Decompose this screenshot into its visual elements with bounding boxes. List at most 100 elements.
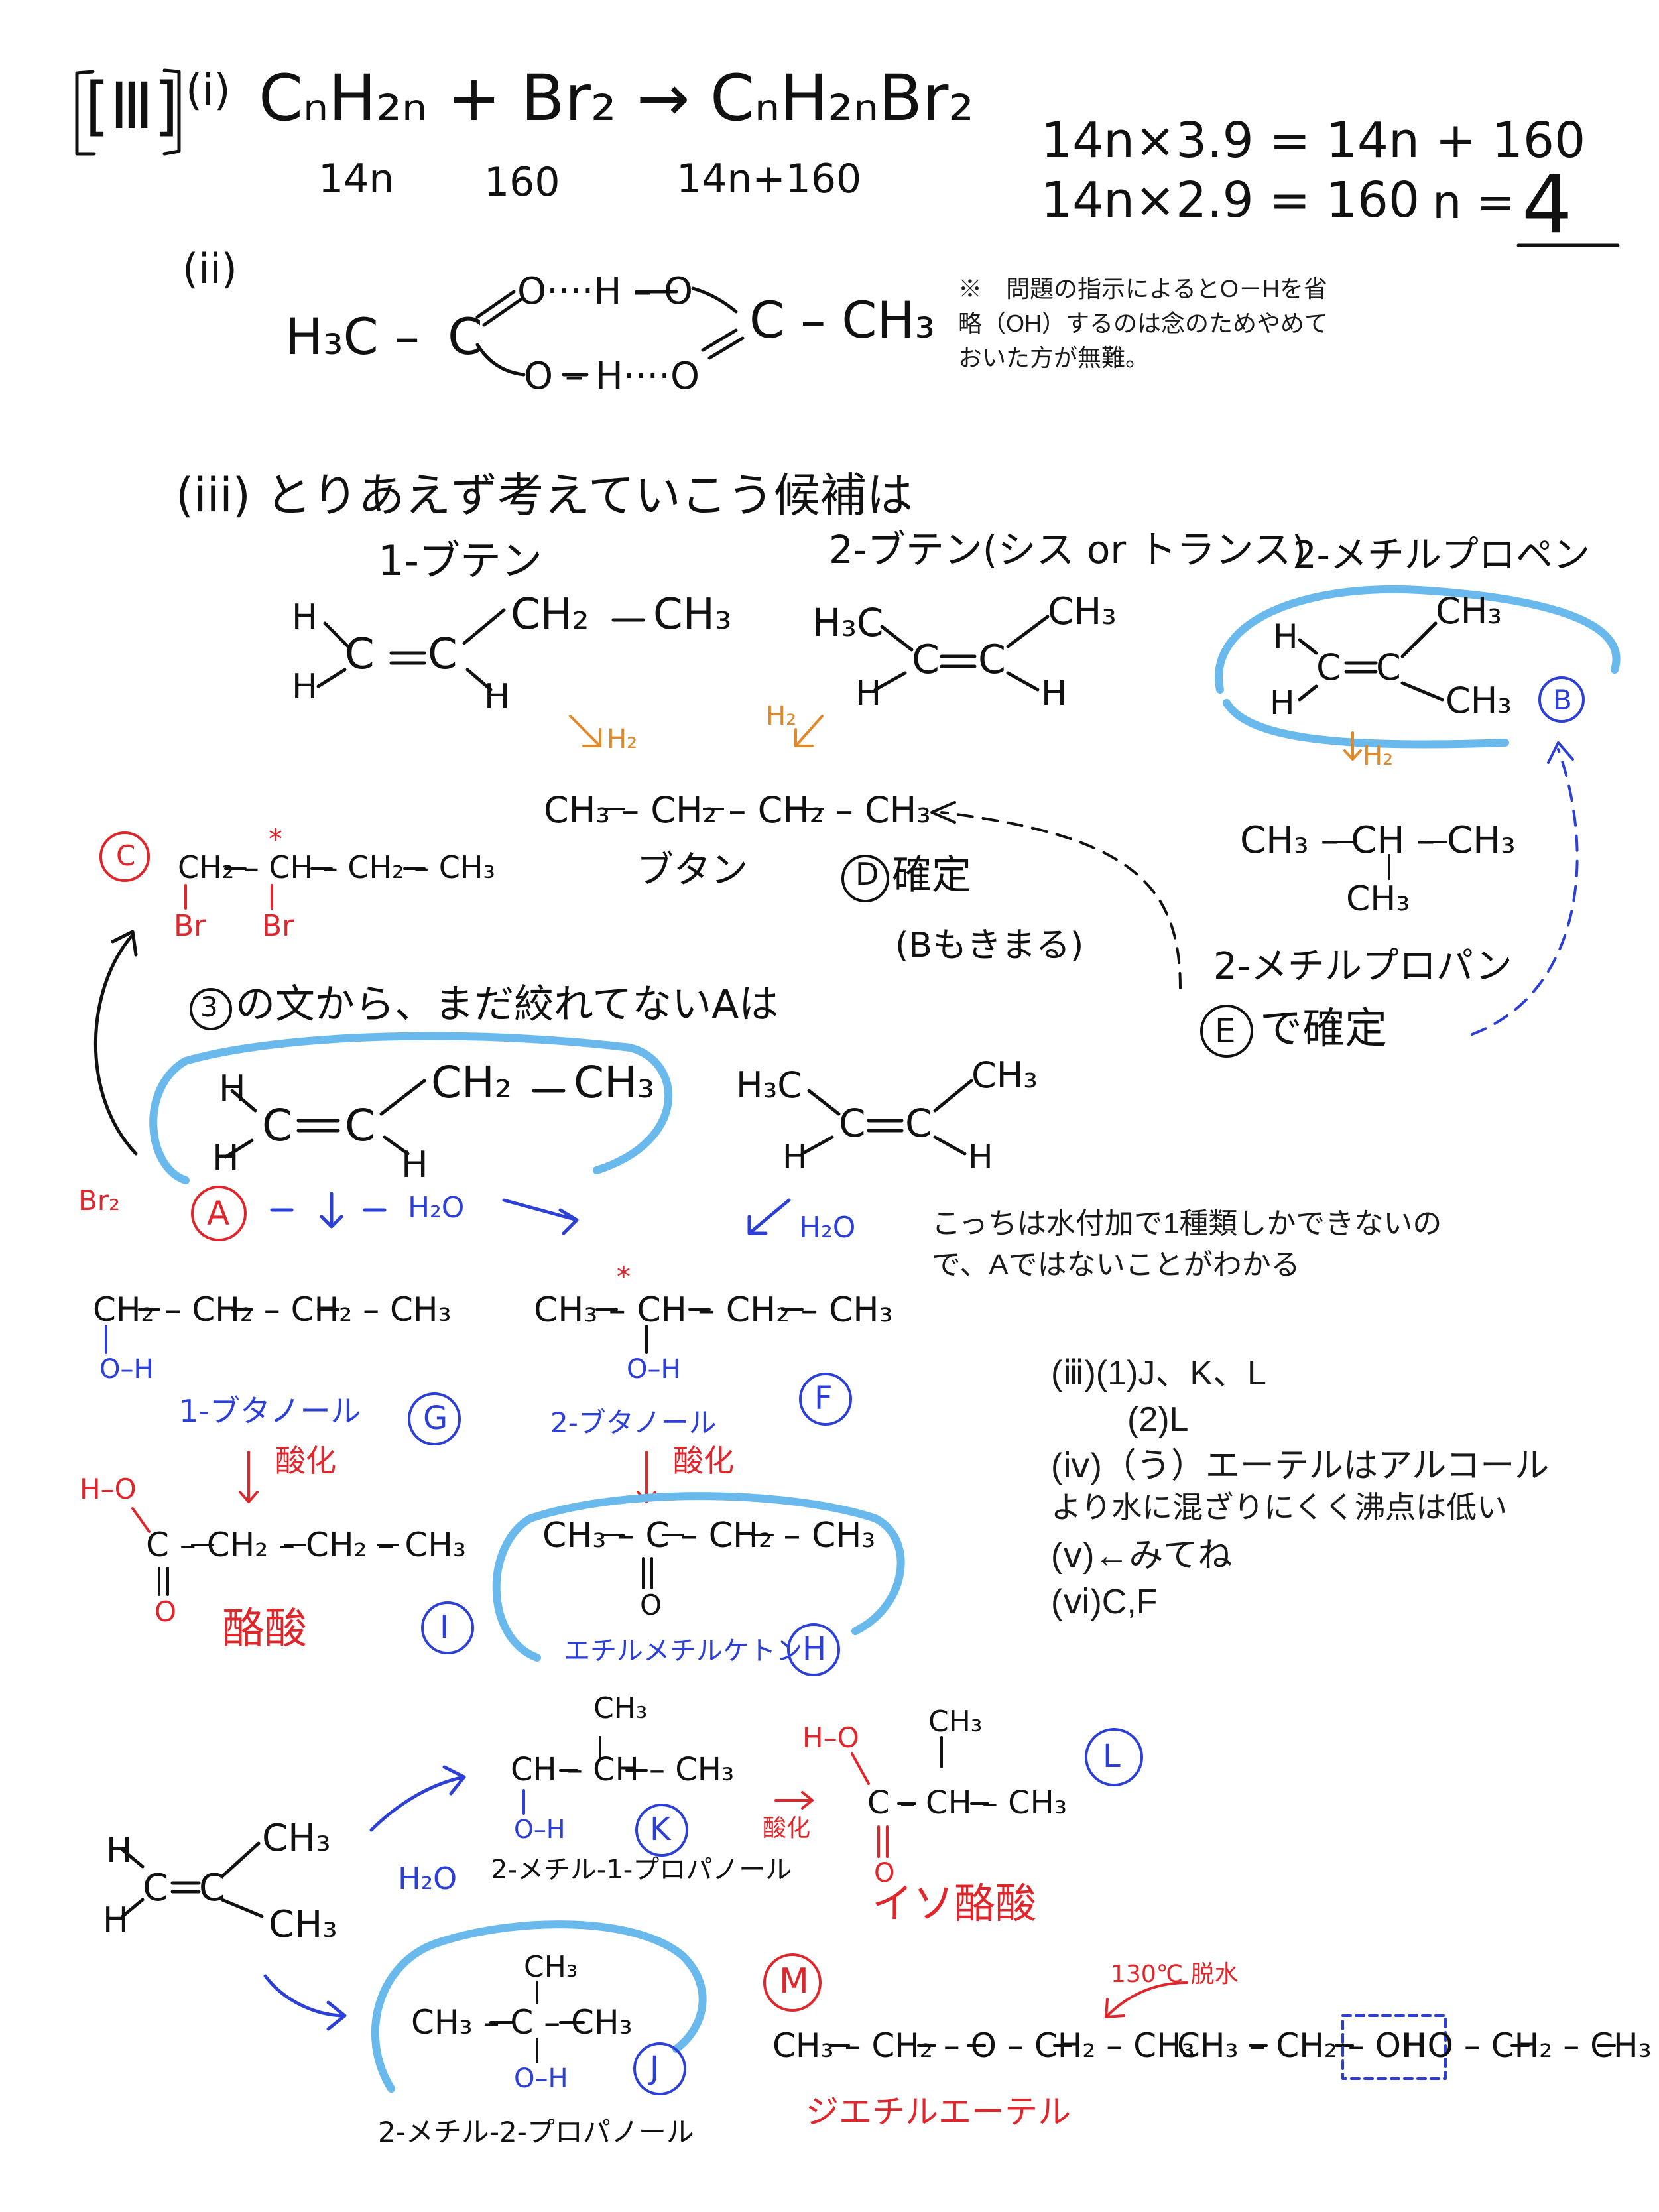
e-confirmed: で確定 — [1260, 1005, 1387, 1054]
j-formula: CH₃ – C – CH₃ — [411, 2003, 633, 2042]
part-i-label: (i) — [186, 66, 231, 115]
2-butene-bonds — [873, 615, 1050, 692]
mpb-h2: H — [103, 1900, 129, 1940]
acetic-acid-dimer-bonds — [475, 286, 745, 377]
j-name: 2-メチル-2-プロパノール — [378, 2116, 694, 2148]
circle-highlight-B-top — [1215, 585, 1621, 749]
butanol2-name: 2-ブタノール — [550, 1406, 717, 1439]
mp-c1: C — [1316, 646, 1341, 688]
2-methylpropane-bonds — [1335, 841, 1447, 880]
part-ii-label: (ii) — [182, 245, 237, 293]
oxidation-label-2: 酸化 — [673, 1443, 734, 1479]
ethanol-left: CH₃ – CH₂ – OH — [1177, 2026, 1426, 2065]
h2o-label-A: H₂O — [408, 1191, 465, 1225]
2-methylpropene-bottom-bonds — [121, 1841, 264, 1918]
circle-highlight-H — [492, 1492, 905, 1662]
b2m-h2: H — [968, 1138, 993, 1176]
label-circle-H — [787, 1623, 840, 1676]
butene1-h2: H — [292, 667, 318, 707]
dehydration-box — [1341, 2014, 1447, 2080]
oxidation-label-1: 酸化 — [275, 1443, 336, 1479]
butene2-c1: C — [912, 637, 940, 683]
label-F: F — [814, 1380, 833, 1417]
candidate-2-name: 2-ブテン(シス or トランス) — [829, 527, 1307, 572]
answer-iv-2: より水に混ざりにくく沸点は低い — [1051, 1490, 1508, 1524]
calc-line-1: 14n×3.9 = 14n + 160 — [1041, 112, 1586, 169]
butene1-h1: H — [292, 597, 318, 637]
chiral-mark-F: * — [617, 1260, 631, 1293]
label-D: D — [855, 856, 879, 892]
label-circle-K — [635, 1804, 688, 1857]
mp-c2: C — [1376, 646, 1401, 688]
dashed-arrow-to-B — [1471, 748, 1579, 1036]
ether-formula: CH₃ – CH₂ – O – CH₂ – CH₃ — [772, 2026, 1195, 2065]
isobutanol-bonds — [522, 1736, 648, 1815]
br-1: Br — [174, 909, 206, 943]
b2m-c2: C — [905, 1101, 932, 1146]
label-circle-I — [421, 1601, 474, 1654]
mp-ch3-b: CH₃ — [1445, 680, 1512, 721]
k-formula: CH – CH – CH₃ — [511, 1751, 735, 1788]
k-name: 2-メチル-1-プロパノール — [491, 1855, 792, 1885]
butane-formula: CH₃ – CH₂ – CH₂ – CH₃ — [544, 789, 931, 831]
butene2-h1: H — [855, 674, 882, 713]
l-name: イソ酪酸 — [872, 1879, 1037, 1928]
methyl-ethyl-ketone-bonds — [602, 1534, 774, 1589]
h2-label-3: H₂ — [1363, 741, 1394, 771]
label-K: K — [650, 1811, 671, 1848]
a-h1: H — [219, 1068, 246, 1109]
butene1-ch3: CH₃ — [653, 590, 732, 639]
methylpropane-formula: CH₃ – CH – CH₃ — [1240, 819, 1516, 862]
arrowhead-D — [930, 801, 956, 824]
br2-arrow — [93, 933, 138, 1156]
butyric-formula: C – CH₂ – CH₂ – CH₃ — [146, 1526, 466, 1564]
butyric-name: 酪酸 — [222, 1605, 307, 1654]
dehydration-arrow — [1105, 1981, 1188, 2018]
l-h-o: H–O — [802, 1721, 859, 1754]
mp-h2: H — [1270, 684, 1295, 722]
butanol1-oh: O–H — [99, 1354, 154, 1384]
ketone-name: エチルメチルケトン — [564, 1636, 802, 1666]
three-sentence: の文から、まだ絞れてないAは — [235, 981, 779, 1028]
label-circle-C — [99, 831, 150, 882]
answer-iii-1: (ⅲ)(1)J、K、L — [1051, 1354, 1266, 1392]
ketone-formula: CH₃ – C – CH₂ – CH₃ — [542, 1516, 876, 1556]
compound-A-bonds — [223, 1079, 566, 1159]
label-E: E — [1215, 1012, 1236, 1050]
answer-vi: (ⅵ)C,F — [1051, 1583, 1158, 1621]
j-ch3-top: CH₃ — [524, 1950, 578, 1984]
mp-ch3-a: CH₃ — [1436, 590, 1502, 632]
br2-label: Br₂ — [78, 1184, 120, 1217]
butanol2-formula: CH₃ – CH – CH₂ – CH₃ — [534, 1290, 893, 1330]
butanol1-name: 1-ブタノール — [179, 1393, 361, 1429]
butene1-ch2: CH₂ — [511, 590, 589, 639]
calc-line-2: 14n×2.9 = 160 — [1041, 172, 1420, 229]
oxidation-arrows — [239, 1451, 814, 1810]
answer-v: (ⅴ)←みてね — [1051, 1536, 1233, 1575]
mass-br2: 160 — [484, 159, 560, 206]
h2-label-2: H₂ — [766, 701, 797, 731]
d-confirmed: 確定 — [892, 852, 971, 898]
butene2-ch3: CH₃ — [1048, 590, 1117, 633]
label-circle-B — [1538, 676, 1585, 723]
label-I: I — [440, 1609, 450, 1646]
a-ch2: CH₂ — [431, 1057, 513, 1108]
l-formula: C – CH – CH₃ — [867, 1784, 1068, 1821]
section-number: [Ⅲ] — [85, 69, 179, 143]
candidate-1-name: 1-ブテン — [378, 536, 542, 585]
t-butanol-bonds — [489, 1981, 585, 2063]
h2-arrows — [569, 715, 1362, 761]
dibromo-formula: CH₂ – CH – CH₂ – CH₃ — [178, 849, 495, 885]
1-butene-bonds — [316, 608, 645, 692]
label-H: H — [802, 1630, 827, 1668]
butyric-o: O — [154, 1595, 177, 1628]
butanol2-oh: O–H — [627, 1354, 681, 1384]
label-circle-G — [408, 1392, 461, 1445]
label-circle-A — [191, 1186, 247, 1241]
isobutyric-acid-bonds — [851, 1736, 989, 1858]
b2m-h3c: H₃C — [736, 1064, 802, 1106]
dimer-c-left: C — [448, 307, 483, 366]
label-G: G — [423, 1400, 448, 1437]
